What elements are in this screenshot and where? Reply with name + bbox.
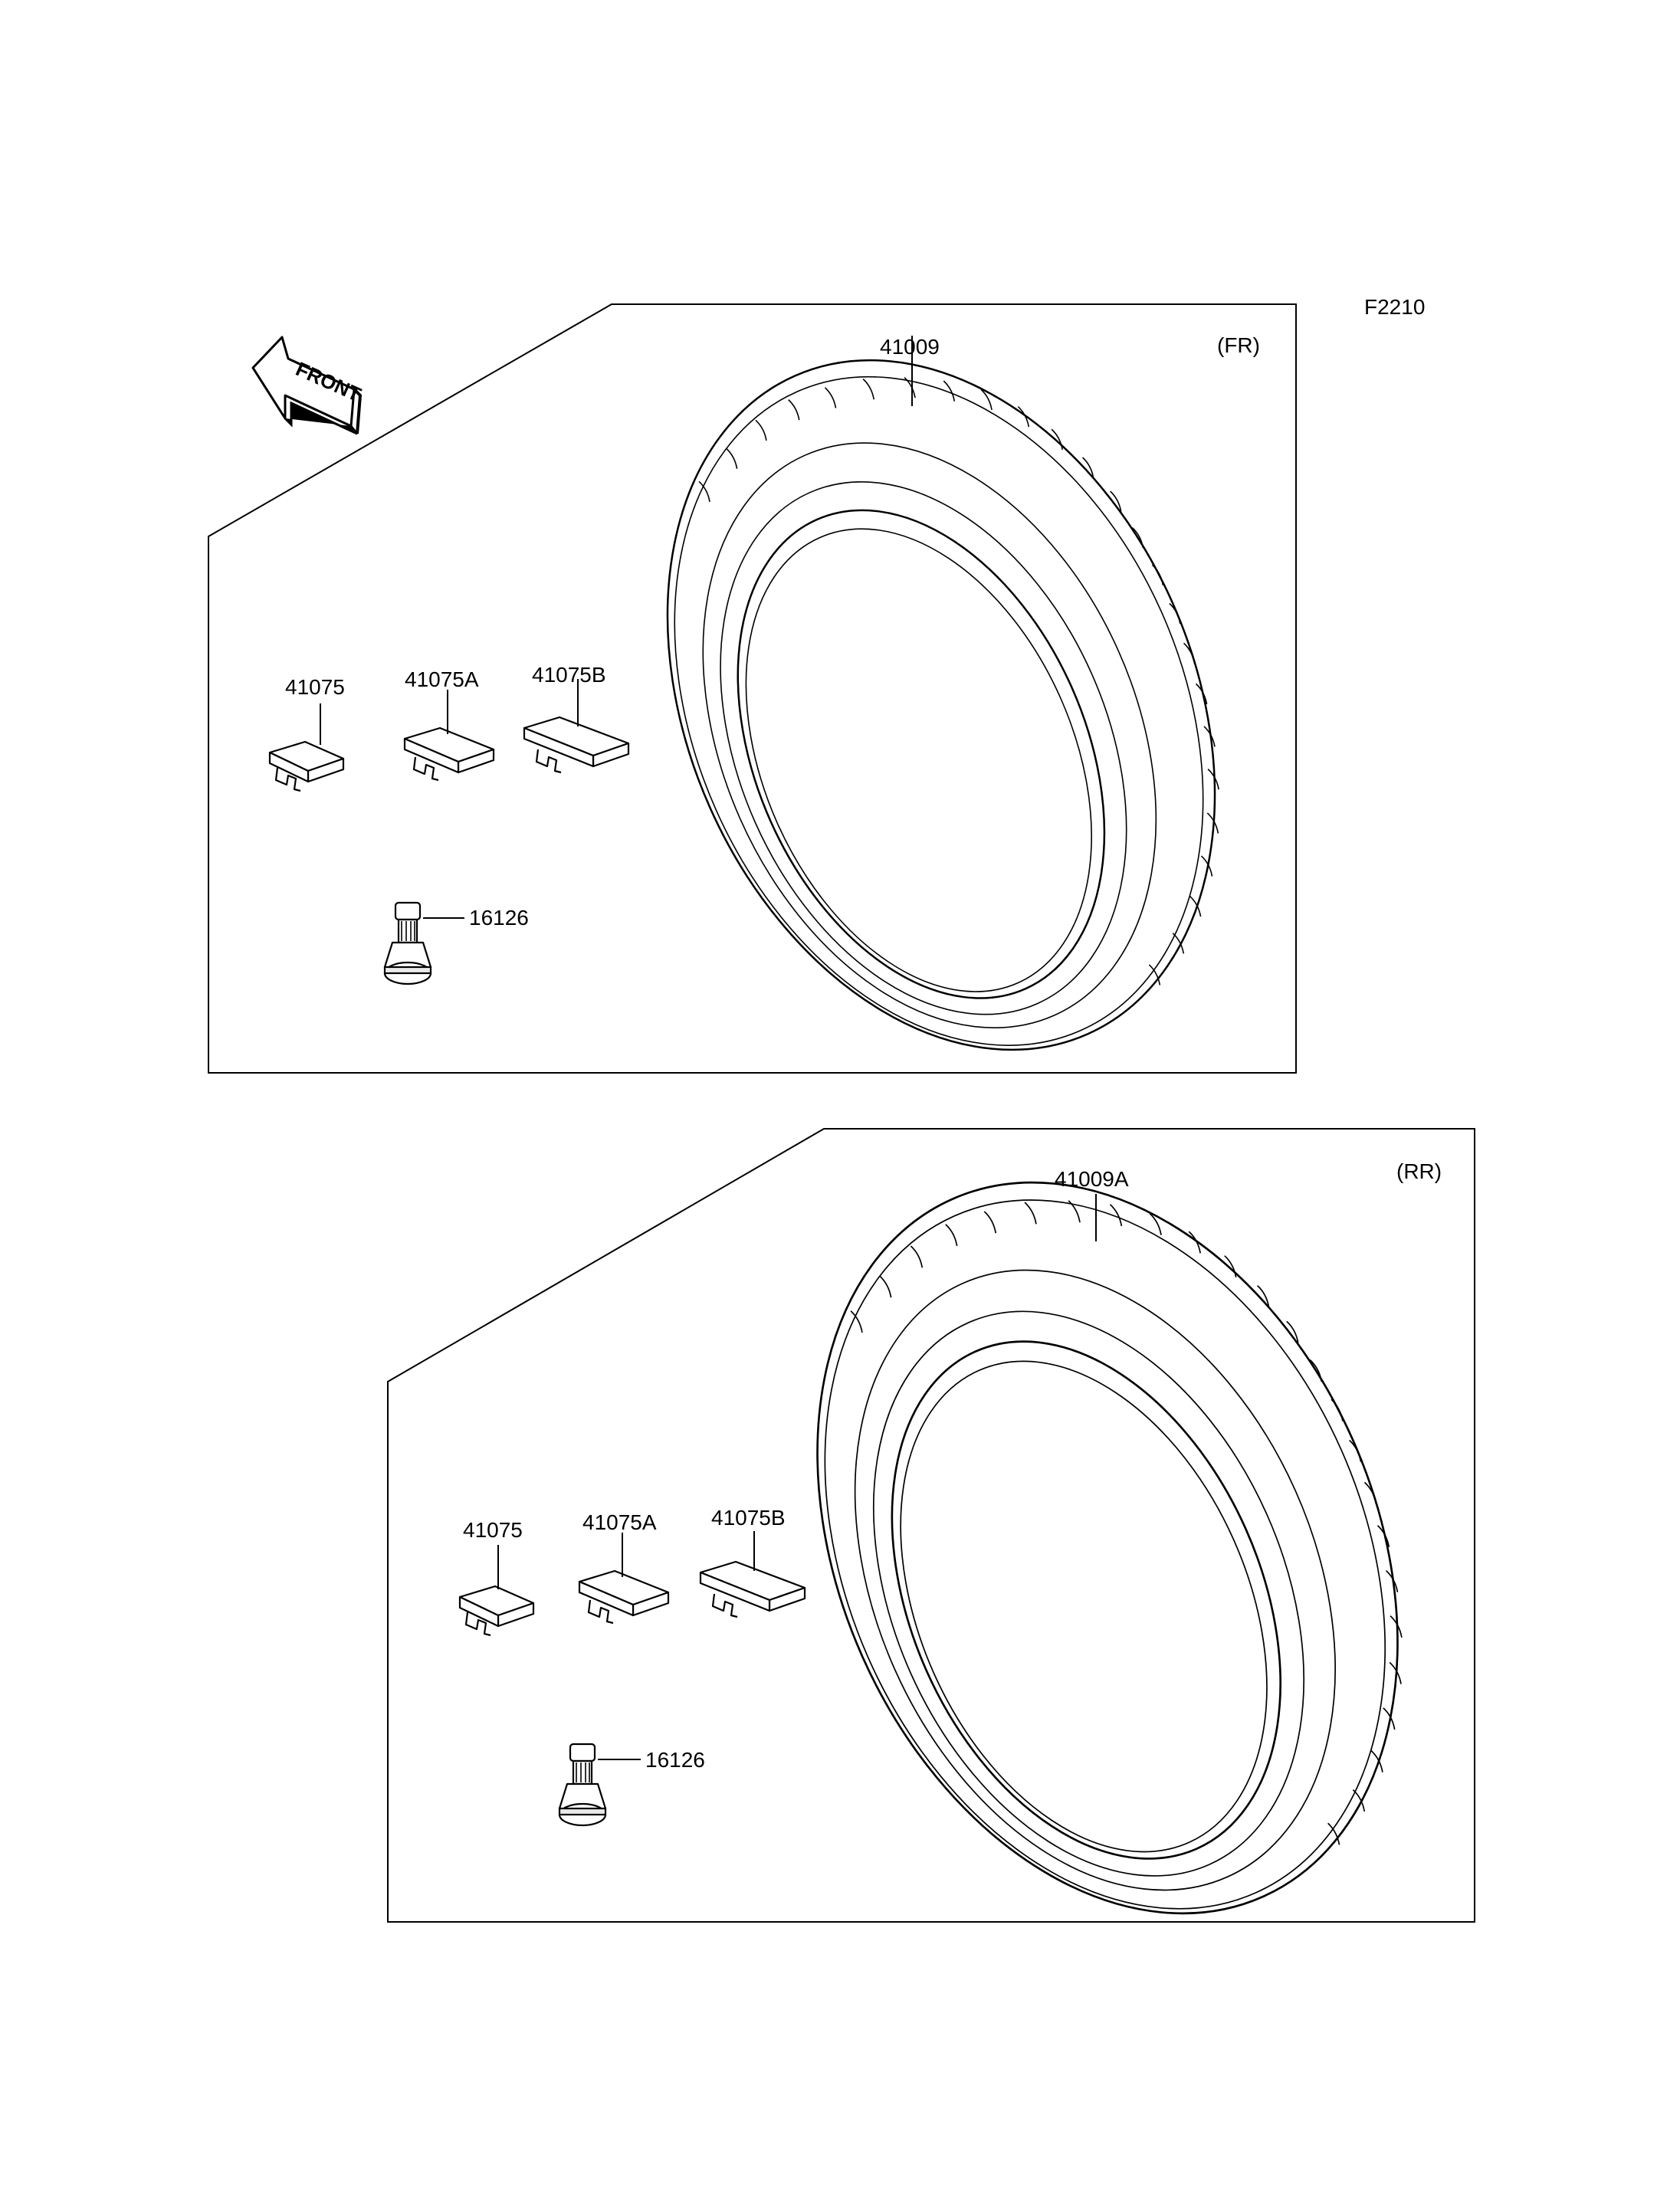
front-weight-label-1: 41075 [285,675,345,699]
rear-valve [558,1743,607,1827]
front-valve-part-no: 16126 [469,906,529,930]
figure-code: F2210 [1364,295,1425,319]
front-weight-41075 [268,740,345,792]
front-panel: (FR) 41009 [208,272,1320,1138]
front-position-label: (FR) [1217,333,1260,357]
rear-valve-part-no: 16126 [645,1748,705,1772]
rear-weight-label-3: 41075B [711,1506,786,1530]
rear-weight-41075b [699,1560,806,1618]
front-direction-arrow: FRONT [251,336,365,435]
front-weight-label-2: 41075A [405,667,479,691]
rear-panel: (RR) 41009A 410 [387,1089,1509,2007]
rear-weight-41075a [578,1569,670,1625]
rear-weight-label-1: 41075 [463,1518,523,1542]
rear-panel-frame [387,1128,1475,1923]
rear-position-label: (RR) [1396,1159,1442,1183]
front-panel-frame [208,303,1297,1074]
rear-weight-label-2: 41075A [582,1510,657,1534]
front-weight-41075b [523,716,630,774]
front-tire-part-no: 41009 [880,335,940,359]
rear-weight-41075 [458,1585,535,1637]
rear-tire-part-no: 41009A [1055,1167,1129,1191]
front-tire [563,272,1320,1138]
front-weight-41075a [403,726,495,782]
front-weight-label-3: 41075B [532,663,606,687]
rear-tire [706,1089,1509,2007]
front-valve [383,901,432,985]
